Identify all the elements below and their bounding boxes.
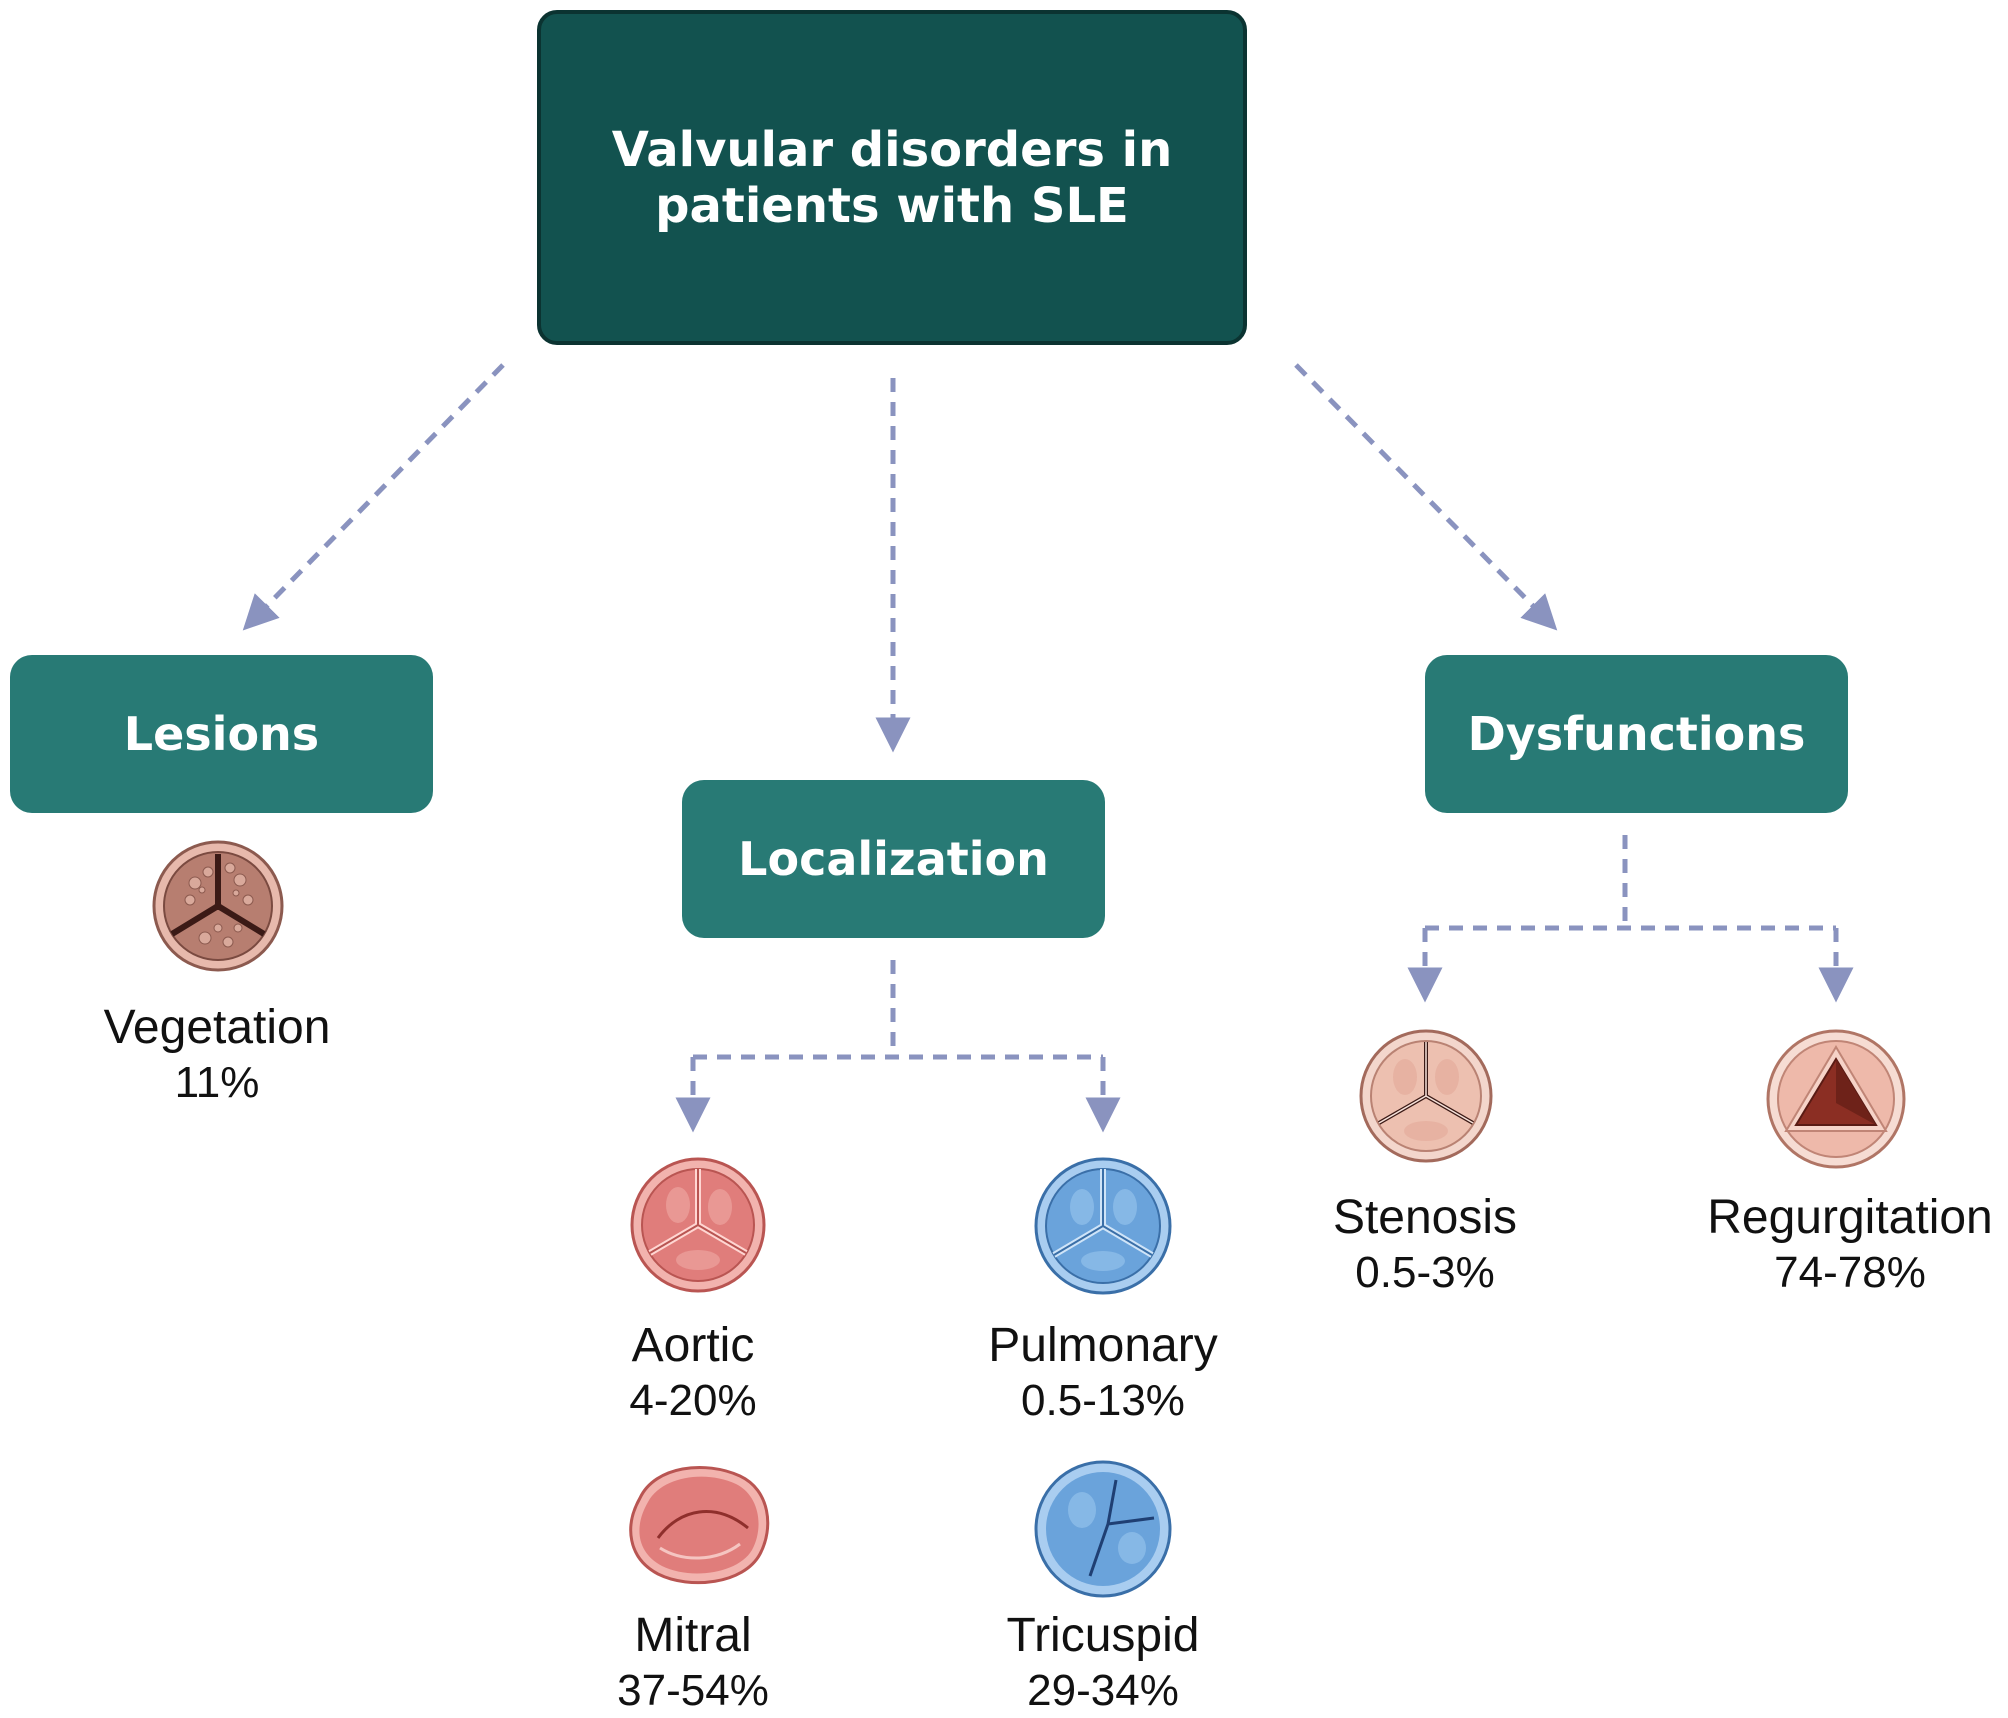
aortic-name: Aortic <box>631 1319 755 1372</box>
pulmonary-name: Pulmonary <box>988 1319 1218 1372</box>
pulmonary-value: 0.5-13% <box>1021 1376 1185 1425</box>
mitral-valve-icon <box>629 1465 770 1585</box>
lesions-category-box: Lesions <box>10 655 433 813</box>
connector-localization-split <box>693 960 1103 1060</box>
vegetation-valve-icon <box>152 840 284 972</box>
mitral-value: 37-54% <box>617 1666 769 1715</box>
aortic-label-group: Aortic 4-20% <box>513 1318 873 1428</box>
tricuspid-value: 29-34% <box>1027 1666 1179 1715</box>
regurgitation-valve-icon <box>1766 1029 1906 1169</box>
root-title: Valvular disorders in patients with SLE <box>611 121 1173 234</box>
connector-dysfunctions-split <box>1425 835 1836 931</box>
localization-label: Localization <box>738 832 1049 886</box>
mitral-label-group: Mitral 37-54% <box>513 1608 873 1718</box>
vegetation-value: 11% <box>174 1058 260 1107</box>
stenosis-value: 0.5-3% <box>1355 1248 1495 1297</box>
regurgitation-label-group: Regurgitation 74-78% <box>1670 1190 2008 1300</box>
dysfunctions-category-box: Dysfunctions <box>1425 655 1848 813</box>
regurgitation-value: 74-78% <box>1774 1248 1926 1297</box>
mitral-name: Mitral <box>634 1609 752 1662</box>
arrow-root-to-lesions <box>242 363 505 631</box>
vegetation-name: Vegetation <box>103 1001 331 1054</box>
lesions-label: Lesions <box>123 707 320 761</box>
dysfunctions-label: Dysfunctions <box>1467 707 1806 761</box>
localization-category-box: Localization <box>682 780 1105 938</box>
regurgitation-name: Regurgitation <box>1707 1191 1993 1244</box>
tricuspid-name: Tricuspid <box>1006 1609 1200 1662</box>
arrow-root-to-dysfunctions <box>1294 363 1558 631</box>
tricuspid-label-group: Tricuspid 29-34% <box>923 1608 1283 1718</box>
aortic-value: 4-20% <box>629 1376 757 1425</box>
root-title-box: Valvular disorders in patients with SLE <box>537 10 1247 345</box>
tricuspid-valve-icon <box>1034 1460 1172 1598</box>
stenosis-name: Stenosis <box>1332 1191 1518 1244</box>
pulmonary-valve-icon <box>1034 1157 1172 1295</box>
stenosis-label-group: Stenosis 0.5-3% <box>1245 1190 1605 1300</box>
pulmonary-label-group: Pulmonary 0.5-13% <box>923 1318 1283 1428</box>
vegetation-label-group: Vegetation 11% <box>37 1000 397 1110</box>
aortic-valve-icon <box>630 1157 766 1293</box>
stenosis-valve-icon <box>1359 1029 1493 1163</box>
